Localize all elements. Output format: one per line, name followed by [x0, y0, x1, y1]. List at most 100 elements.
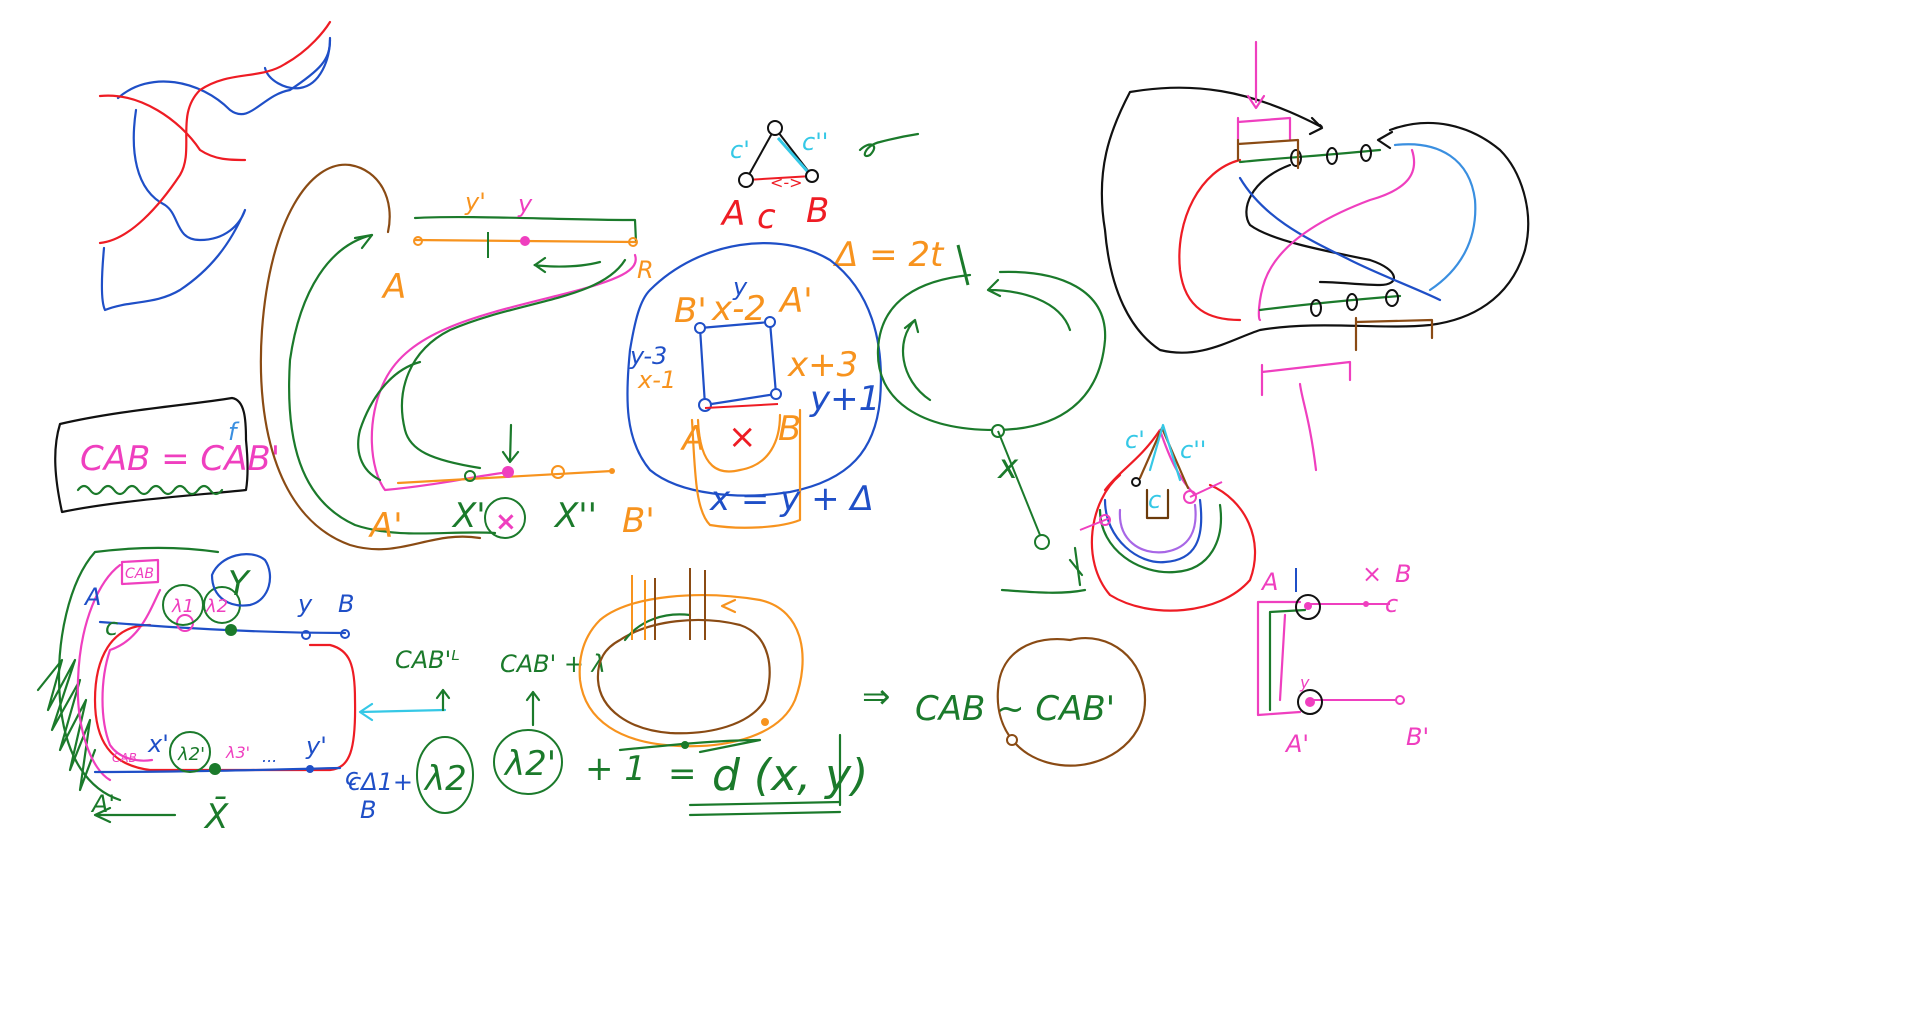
black-node-1 — [1290, 149, 1302, 167]
label-sq-x-minus-2: x-2 — [711, 289, 766, 329]
label-cab-prime-plus: CAB' + λ — [500, 650, 606, 678]
green-loop-tail — [997, 430, 1043, 541]
green-top-arrow-head — [986, 278, 1072, 332]
label-tri-b: B — [806, 191, 829, 231]
top-left-sketch — [98, 20, 332, 312]
cab-prime-up-arrow — [435, 688, 451, 712]
pink-bracket-inner — [1278, 613, 1287, 702]
cone-point-mid-left — [1131, 477, 1141, 487]
triangle-edge-mark: <-> — [770, 173, 803, 192]
green-loop-diagram: x — [876, 244, 1107, 550]
blue-big-circle — [626, 242, 882, 497]
formula-underline-2 — [688, 810, 842, 817]
orange-under-square — [696, 413, 782, 473]
cone-dark-edges — [1145, 488, 1170, 520]
point-bottom-right — [609, 468, 615, 474]
green-ellipse-bottom-line — [618, 738, 762, 754]
label-br-c: c — [1385, 590, 1398, 618]
point-top-right — [628, 237, 638, 247]
label-formula-eq: = — [668, 754, 697, 794]
label-sq-b: B — [778, 409, 801, 449]
br-pink-dot-bottom — [1305, 697, 1315, 707]
triangle-cyan-edge — [776, 137, 810, 173]
pink-s-curve — [1257, 148, 1416, 322]
label-y-prime: y' — [464, 188, 486, 216]
brown-ellipse — [596, 618, 771, 735]
green-loop-tick — [956, 244, 970, 286]
triangle-vertex-a — [738, 172, 754, 188]
red-loop — [93, 623, 357, 772]
bl-bottom-arrow — [93, 806, 177, 824]
label-b-prime: B' — [622, 501, 655, 541]
green-top-line — [1238, 148, 1382, 164]
orange-ellipse — [578, 594, 804, 748]
label-sq-y-plus-1: y+1 — [809, 379, 880, 419]
label-cone-c-left: c' — [1125, 426, 1145, 454]
label-bl-y-prime: y' — [305, 732, 327, 760]
label-bl-lambda2-prime: λ2' — [177, 744, 205, 765]
red-left-curve — [1178, 158, 1242, 322]
ellipse-loop-diagram — [578, 568, 804, 754]
pink-outer-arc — [76, 563, 122, 782]
blue-curve-c — [263, 36, 332, 90]
label-tri-c-left: c' — [730, 136, 750, 164]
label-sq-a-prime: A' — [778, 281, 813, 321]
label-formula-lambda2-prime: λ2' — [503, 744, 556, 784]
green-inner-loop — [288, 233, 497, 535]
black-inner-curve — [1245, 163, 1396, 287]
cone-point-right — [1183, 490, 1197, 504]
label-br-x: × — [1362, 560, 1382, 588]
label-sq-b-prime: B' — [674, 291, 707, 331]
square-in-circle-diagram: y B' x-2 A' y-3 x-1 x+3 y+1 A × B x = y … — [626, 242, 882, 529]
label-arrow-implies: ⇒ — [862, 677, 891, 717]
green-snake-path — [400, 256, 627, 470]
cone-cyan-edges — [1148, 423, 1182, 482]
label-cab-prime-lc: CAB'ᴸ — [395, 646, 460, 674]
point-x-prime — [464, 470, 476, 482]
red-curve-a — [98, 94, 247, 162]
black-node-2 — [1326, 147, 1338, 165]
green-top-bar — [413, 215, 638, 244]
green-feather-mark — [858, 132, 920, 158]
label-tri-c: c — [757, 197, 776, 237]
label-x-double-prime: X'' — [553, 496, 597, 536]
bl-lambda2-prime-circle — [169, 731, 211, 773]
br-black-node-top — [1295, 594, 1321, 620]
label-bl-cab-small: CAB — [112, 751, 137, 765]
cab-plus-up-arrow — [525, 690, 541, 727]
ellipse-point-right — [761, 718, 769, 726]
black-node-5 — [1346, 293, 1358, 311]
label-a: A — [381, 267, 406, 307]
label-formula-b: B — [360, 796, 376, 824]
br-pink-dot-right — [1363, 601, 1369, 607]
label-bl-lambda2: λ2 — [205, 596, 228, 617]
label-bl-dots: ... — [262, 747, 277, 766]
label-r: R — [637, 256, 654, 284]
label-tri-a: A — [720, 194, 745, 234]
bl-point-b — [340, 629, 350, 639]
formula-lambda2-prime-circle — [493, 729, 563, 795]
label-bl-x-bar: X̄ — [203, 796, 229, 837]
label-bl-c: c — [105, 613, 118, 641]
formula-lambda2-circle — [416, 736, 474, 814]
triangle-vertex-b — [805, 169, 819, 183]
label-tri-c-right: c'' — [802, 128, 828, 156]
green-hatching — [36, 658, 97, 792]
pink-bottom-stem — [1298, 382, 1318, 472]
pink-inner-arc — [101, 588, 162, 762]
green-loop — [876, 270, 1107, 432]
label-sq-y: y — [732, 273, 748, 301]
square-corner-br — [770, 388, 782, 400]
label-formula-cd: cΔ1+ — [348, 768, 413, 796]
x-center-circle — [484, 497, 526, 539]
label-bl-a-prime: A' — [90, 790, 115, 818]
green-squiggle-underline — [76, 484, 224, 496]
label-formula-lambda2: λ2 — [423, 759, 467, 799]
black-arrow-top — [1308, 116, 1324, 136]
br-black-node-bottom — [1297, 689, 1323, 715]
point-a — [413, 236, 423, 246]
black-arrow-inner — [1376, 130, 1394, 150]
label-sq-y-minus-3: y-3 — [629, 342, 667, 370]
black-outer-region — [1100, 86, 1530, 354]
